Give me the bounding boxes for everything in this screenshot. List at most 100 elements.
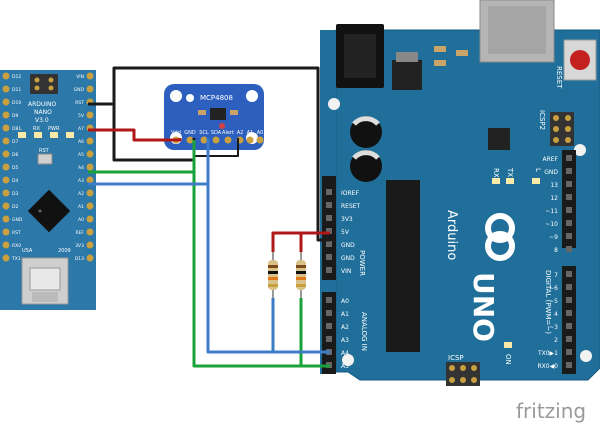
- digital-pin[interactable]: [566, 194, 572, 200]
- nano-pin[interactable]: [2, 98, 10, 106]
- adafruit-flower-icon: [186, 94, 194, 102]
- reset-label: RESET: [555, 66, 563, 89]
- nano-pin[interactable]: [86, 215, 94, 223]
- nano-pin-label: RX0: [12, 243, 21, 249]
- nano-rst-label: RST: [39, 148, 50, 154]
- nano-pin[interactable]: [86, 254, 94, 262]
- nano-pin[interactable]: [2, 137, 10, 145]
- nano-pin[interactable]: [2, 254, 10, 262]
- digital-label: DIGITAL (PWM=~): [544, 270, 552, 334]
- mounting-hole: [328, 98, 340, 110]
- power-pin[interactable]: [326, 254, 332, 260]
- nano-pin-label: TX1: [11, 256, 21, 262]
- nano-pin[interactable]: [2, 124, 10, 132]
- digital-pin[interactable]: [566, 233, 572, 239]
- nano-reset-button[interactable]: [37, 153, 53, 165]
- nano-pin-label: D3: [12, 191, 18, 197]
- analog-pin-label: A3: [341, 337, 349, 344]
- nano-pin-label: D10: [12, 100, 21, 106]
- nano-version: V3.0: [35, 117, 49, 124]
- nano-pin-label: D8: [12, 126, 18, 132]
- analog-pin-label: A4: [341, 350, 349, 357]
- digital-pin[interactable]: [566, 271, 572, 277]
- power-pin[interactable]: [326, 267, 332, 273]
- dac-pin[interactable]: [186, 136, 194, 144]
- nano-pin-label: A2: [78, 191, 84, 197]
- nano-pin[interactable]: [86, 202, 94, 210]
- infinity-logo-icon: [485, 213, 515, 261]
- nano-pin[interactable]: [86, 137, 94, 145]
- digital-pin[interactable]: [566, 323, 572, 329]
- wire-sda: [88, 182, 330, 354]
- reset-button[interactable]: [563, 39, 597, 81]
- power-pin-label: 3V3: [341, 216, 353, 223]
- nano-pin[interactable]: [86, 111, 94, 119]
- nano-pin[interactable]: [2, 215, 10, 223]
- nano-pin[interactable]: [86, 176, 94, 184]
- digital-pin[interactable]: [566, 220, 572, 226]
- digital-pin-label: ~9: [549, 234, 558, 241]
- nano-pin-label: 5V: [78, 113, 85, 119]
- digital-pin[interactable]: [566, 246, 572, 252]
- digital-pin[interactable]: [566, 297, 572, 303]
- nano-pin-label: D4: [12, 178, 18, 184]
- digital-header-bottom: [562, 266, 576, 374]
- nano-pin[interactable]: [2, 228, 10, 236]
- digital-pin[interactable]: [566, 207, 572, 213]
- power-pin[interactable]: [326, 241, 332, 247]
- wire-5v-uno-pullups: [271, 231, 330, 252]
- digital-pin[interactable]: [566, 168, 572, 174]
- digital-pin[interactable]: [566, 155, 572, 161]
- digital-pin[interactable]: [566, 284, 572, 290]
- nano-pin[interactable]: [2, 202, 10, 210]
- dac-pin-label: A0: [257, 130, 264, 136]
- dac-pin-label: Alert: [222, 130, 234, 136]
- nano-pin[interactable]: [2, 150, 10, 158]
- dac-pin[interactable]: [212, 136, 220, 144]
- power-pin[interactable]: [326, 228, 332, 234]
- nano-pin[interactable]: [2, 189, 10, 197]
- nano-pin-label: A4: [78, 165, 84, 171]
- nano-pin[interactable]: [2, 85, 10, 93]
- arduino-brand-text: Arduino: [444, 210, 459, 260]
- nano-pin[interactable]: [86, 163, 94, 171]
- nano-pin[interactable]: [2, 163, 10, 171]
- analog-pin-label: A0: [341, 298, 349, 305]
- digital-pin[interactable]: [566, 181, 572, 187]
- nano-pin[interactable]: [86, 85, 94, 93]
- digital-pin-label: 7: [554, 272, 558, 279]
- digital-pin-label: 2: [554, 337, 558, 344]
- mounting-hole: [342, 354, 354, 366]
- dac-pin-label: A2: [237, 130, 244, 136]
- power-pin[interactable]: [326, 215, 332, 221]
- analog-pin[interactable]: [326, 297, 332, 303]
- dac-pin[interactable]: [246, 136, 254, 144]
- nano-pin[interactable]: [86, 228, 94, 236]
- digital-pin-label: GND: [544, 169, 558, 176]
- dac-pin[interactable]: [200, 136, 208, 144]
- power-pin[interactable]: [326, 202, 332, 208]
- dac-pin[interactable]: [256, 136, 264, 144]
- nano-pin[interactable]: [86, 241, 94, 249]
- nano-pin[interactable]: [86, 72, 94, 80]
- digital-pin[interactable]: [566, 336, 572, 342]
- nano-pin-label: A1: [78, 204, 84, 210]
- nano-pin[interactable]: [2, 176, 10, 184]
- dac-pin[interactable]: [224, 136, 232, 144]
- tx-led: [506, 178, 514, 184]
- analog-pin[interactable]: [326, 323, 332, 329]
- nano-pin[interactable]: [2, 241, 10, 249]
- nano-pin[interactable]: [86, 189, 94, 197]
- rx-led: [492, 178, 500, 184]
- analog-pin[interactable]: [326, 310, 332, 316]
- analog-pin[interactable]: [326, 336, 332, 342]
- power-pin[interactable]: [326, 189, 332, 195]
- nano-pin[interactable]: [2, 111, 10, 119]
- digital-pin[interactable]: [566, 362, 572, 368]
- digital-pin[interactable]: [566, 310, 572, 316]
- analog-label: ANALOG IN: [360, 312, 368, 351]
- digital-pin[interactable]: [566, 349, 572, 355]
- nano-pin[interactable]: [2, 72, 10, 80]
- nano-pin[interactable]: [86, 150, 94, 158]
